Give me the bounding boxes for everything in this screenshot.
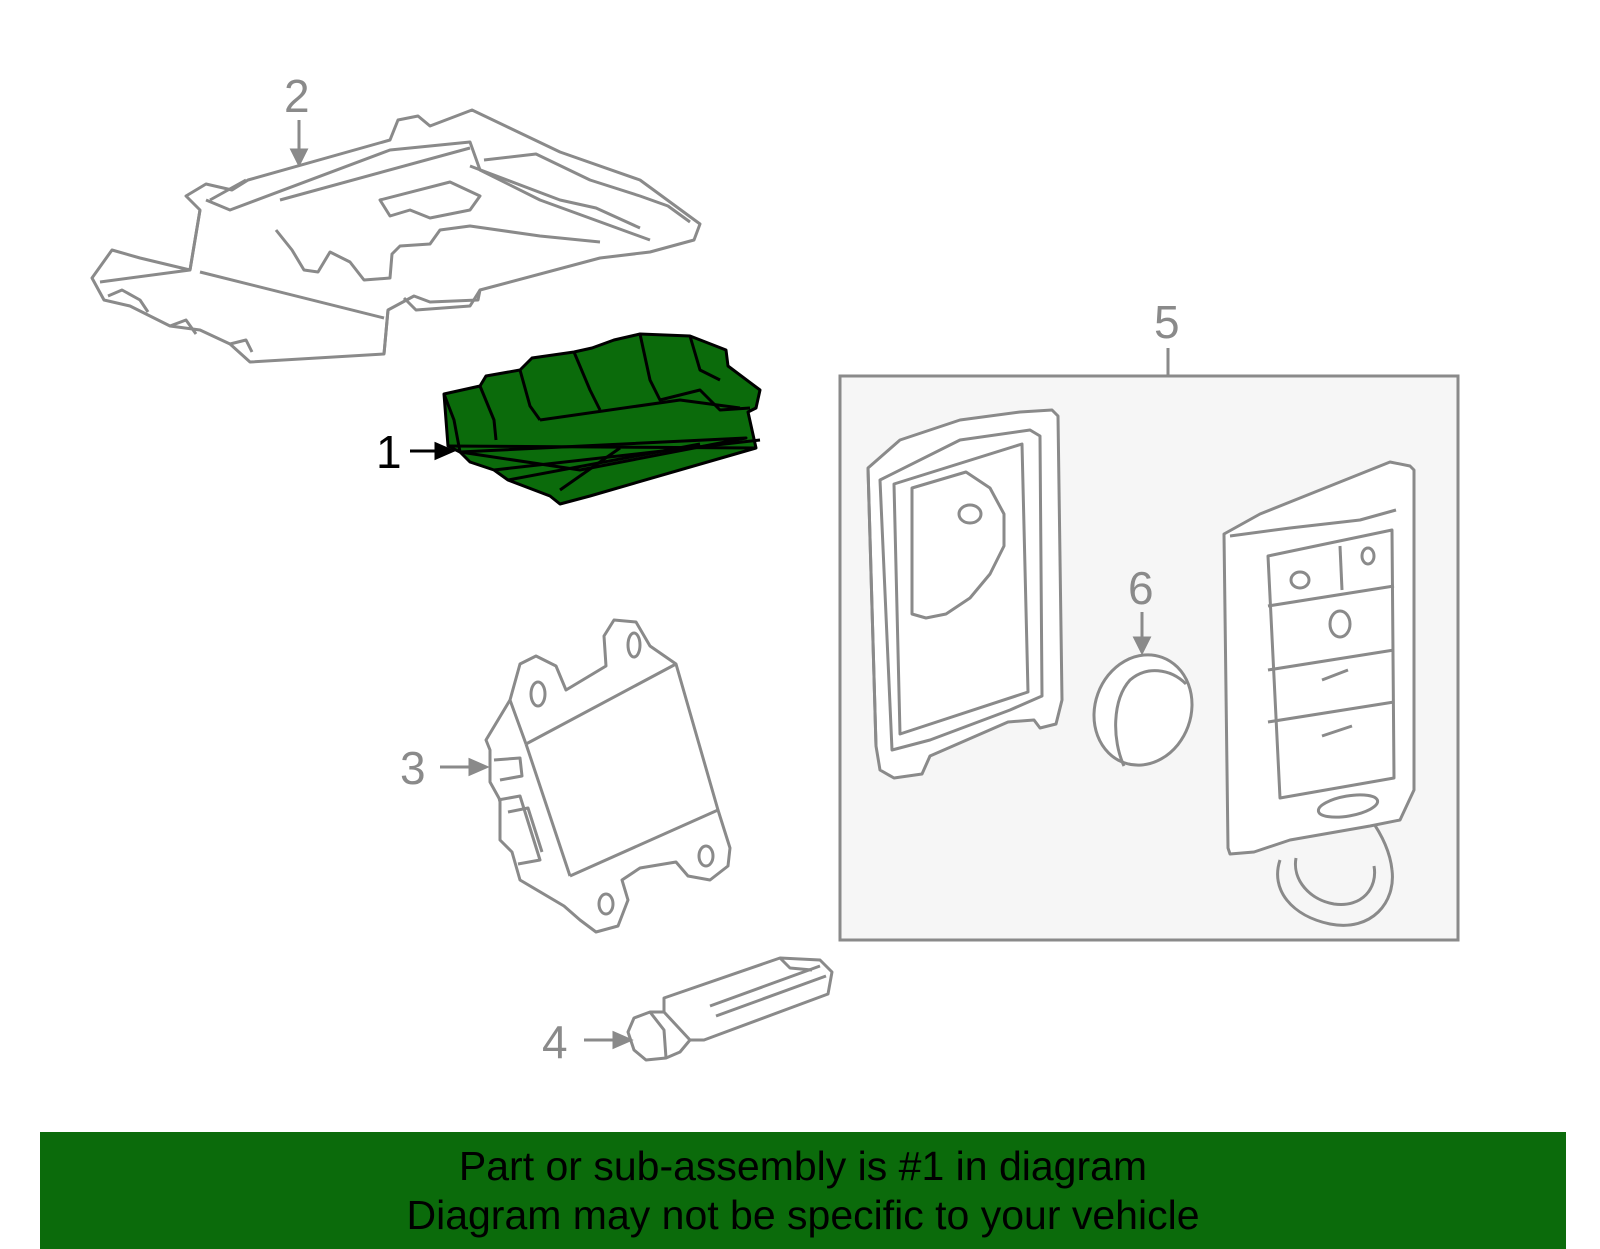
part-1-module[interactable] bbox=[442, 332, 762, 506]
parts-diagram: 2 1 3 4 5 6 bbox=[90, 70, 1460, 1068]
arrow-part-4 bbox=[584, 1030, 634, 1050]
callout-2: 2 bbox=[284, 70, 310, 122]
callout-6: 6 bbox=[1128, 562, 1154, 614]
arrow-part-2 bbox=[289, 120, 309, 168]
card-key[interactable] bbox=[866, 408, 1064, 780]
banner-line-2: Diagram may not be specific to your vehi… bbox=[406, 1192, 1200, 1238]
banner-line-1: Part or sub-assembly is #1 in diagram bbox=[458, 1143, 1148, 1189]
remote-key-fob[interactable] bbox=[1222, 460, 1416, 927]
arrow-part-1 bbox=[410, 441, 456, 461]
part-2-bracket[interactable] bbox=[90, 108, 702, 364]
callout-3: 3 bbox=[400, 742, 426, 794]
callout-4: 4 bbox=[542, 1016, 568, 1068]
callout-5: 5 bbox=[1154, 296, 1180, 348]
part-6-coin-battery[interactable] bbox=[1079, 641, 1208, 779]
info-banner: Part or sub-assembly is #1 in diagram Di… bbox=[40, 1132, 1566, 1249]
part-4-antenna[interactable] bbox=[626, 956, 834, 1062]
arrow-part-3 bbox=[440, 757, 490, 777]
leader-arrows bbox=[289, 120, 1152, 1050]
part-3-control-module[interactable] bbox=[484, 618, 732, 934]
callout-1: 1 bbox=[376, 426, 402, 478]
arrow-part-6 bbox=[1132, 612, 1152, 656]
